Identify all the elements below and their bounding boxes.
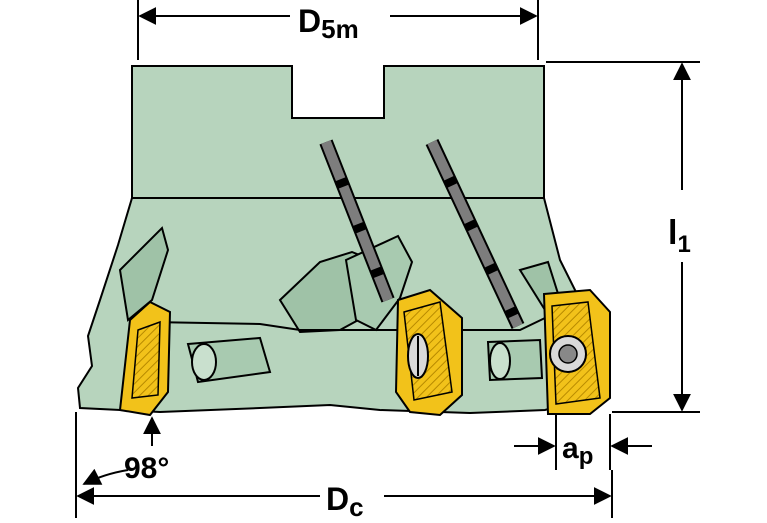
angle-indicator: 98°	[82, 416, 169, 485]
svg-text:ap: ap	[562, 432, 593, 470]
ap-subscript: p	[579, 443, 594, 470]
svg-text:D5m: D5m	[298, 3, 359, 44]
ap-label: a	[562, 432, 579, 465]
dimension-dc: Dc	[75, 412, 613, 522]
coolant-channel-right	[425, 139, 525, 329]
dimension-d5m: D5m	[137, 0, 539, 60]
clamp-screw-left	[186, 336, 272, 384]
insert-right	[542, 288, 611, 415]
angle-label: 98°	[124, 452, 169, 485]
svg-text:l1: l1	[668, 214, 691, 258]
insert-seat-line	[149, 317, 546, 331]
d5m-label: D	[298, 3, 321, 39]
dimension-l1: l1	[546, 61, 700, 413]
l1-label: l	[668, 214, 677, 252]
dimension-ap: ap	[514, 414, 652, 470]
l1-subscript: 1	[677, 231, 690, 258]
svg-text:Dc: Dc	[326, 481, 364, 522]
insert-center	[394, 288, 463, 417]
clamp-screw-right	[486, 338, 544, 382]
coolant-channel-left	[319, 139, 395, 303]
dc-subscript: c	[349, 492, 363, 522]
chip-pocket-left	[118, 226, 170, 322]
dc-label: D	[326, 481, 349, 517]
insert-left	[118, 300, 172, 417]
d5m-subscript: 5m	[321, 14, 359, 44]
